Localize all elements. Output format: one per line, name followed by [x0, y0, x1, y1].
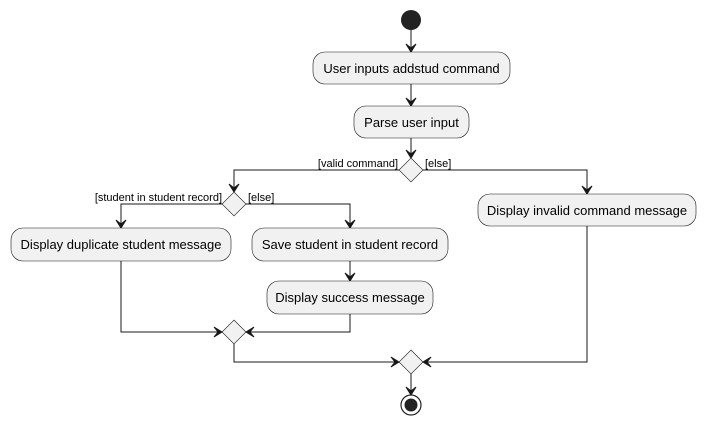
arrowhead	[405, 149, 417, 159]
merge-inner	[221, 319, 247, 345]
start-node	[401, 10, 421, 30]
arrowhead	[115, 219, 127, 229]
arrowhead	[405, 43, 417, 53]
decision-student-in-record	[221, 191, 247, 217]
arrowhead	[390, 356, 400, 368]
flow-duplicate-to-merge	[120, 261, 220, 333]
flow-invalid-to-merge	[425, 226, 588, 363]
decision-valid-command	[398, 157, 424, 183]
action-save-student: Save student in student record	[251, 227, 449, 262]
guard-student-in-record: [student in student record]	[95, 192, 222, 204]
arrowhead	[422, 356, 432, 368]
arrowhead	[405, 97, 417, 107]
merge-outer	[398, 349, 424, 375]
action-display-duplicate-label: Display duplicate student message	[21, 237, 222, 252]
action-save-student-label: Save student in student record	[262, 237, 438, 252]
flow-success-to-merge	[248, 314, 351, 333]
flow-save-branch	[246, 203, 351, 226]
arrowhead	[405, 386, 417, 396]
action-user-inputs: User inputs addstud command	[312, 51, 511, 85]
arrowhead	[228, 183, 240, 193]
guard-else-outer: [else]	[425, 158, 451, 170]
arrowhead	[245, 326, 255, 338]
end-node	[400, 394, 422, 416]
flow-merge-inner-to-outer	[233, 344, 397, 363]
action-display-success: Display success message	[266, 280, 434, 315]
arrowhead	[344, 272, 356, 282]
guard-else-inner: [else]	[248, 192, 274, 204]
flow-duplicate-branch	[120, 203, 222, 226]
flow-else-branch	[423, 169, 588, 192]
action-display-success-label: Display success message	[275, 290, 425, 305]
action-parse-input: Parse user input	[353, 105, 470, 139]
guard-valid-command: [valid command]	[318, 158, 398, 170]
action-display-invalid-label: Display invalid command message	[487, 203, 687, 218]
action-parse-input-label: Parse user input	[364, 115, 459, 130]
action-display-invalid: Display invalid command message	[477, 193, 697, 227]
action-display-duplicate: Display duplicate student message	[10, 227, 232, 262]
arrowhead	[213, 326, 223, 338]
flow-valid-branch	[233, 169, 399, 190]
arrowhead	[344, 219, 356, 229]
action-user-inputs-label: User inputs addstud command	[323, 61, 499, 76]
arrowhead	[581, 185, 593, 195]
